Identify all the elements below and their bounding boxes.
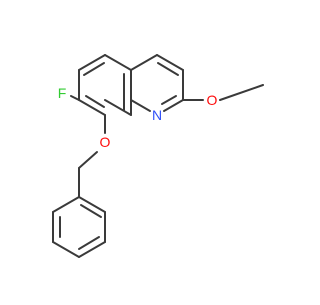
bond-c7-c8 bbox=[78, 99, 106, 116]
bond-c7-c8-inner bbox=[85, 95, 105, 108]
bond-ph-3-4-inner bbox=[78, 236, 100, 250]
phenyl-ring bbox=[52, 196, 106, 258]
bond-c4-c3-inner bbox=[157, 62, 179, 76]
bond-ph-1-2 bbox=[78, 196, 106, 213]
bond-c4-c3 bbox=[156, 54, 184, 71]
quinoline-pyridine-ring bbox=[130, 54, 184, 112]
atom-label-oxygen-methoxy: O bbox=[207, 92, 218, 108]
quinoline-benzo-ring bbox=[78, 54, 132, 116]
bond-c2-n1-inner bbox=[161, 95, 177, 105]
bond-o-methyl bbox=[219, 84, 264, 101]
molecule-diagram: F N O O bbox=[52, 54, 264, 258]
structure-canvas: F N O O bbox=[52, 54, 264, 258]
bond-c4a-c5 bbox=[104, 54, 132, 71]
bond-ph-3-4 bbox=[78, 241, 106, 258]
bond-c5-c6-inner bbox=[83, 62, 105, 76]
bond-c8-c8a bbox=[104, 99, 132, 116]
bond-o-ch2 bbox=[78, 151, 98, 169]
atom-label-nitrogen: N bbox=[152, 107, 162, 123]
bond-ph-1-2-inner bbox=[80, 204, 102, 218]
bond-c5-c6 bbox=[78, 54, 106, 71]
bond-ph-4-5 bbox=[52, 241, 80, 258]
substituents bbox=[70, 84, 264, 198]
bond-c2-n1 bbox=[163, 99, 184, 112]
bond-c4a-c4 bbox=[130, 54, 158, 71]
bond-ph-6-1 bbox=[52, 196, 80, 213]
atom-label-oxygen-benzyl: O bbox=[100, 134, 111, 150]
bond-n1-c8a bbox=[130, 99, 151, 112]
bond-c7-f bbox=[70, 95, 80, 101]
atom-label-fluorine: F bbox=[58, 85, 67, 101]
